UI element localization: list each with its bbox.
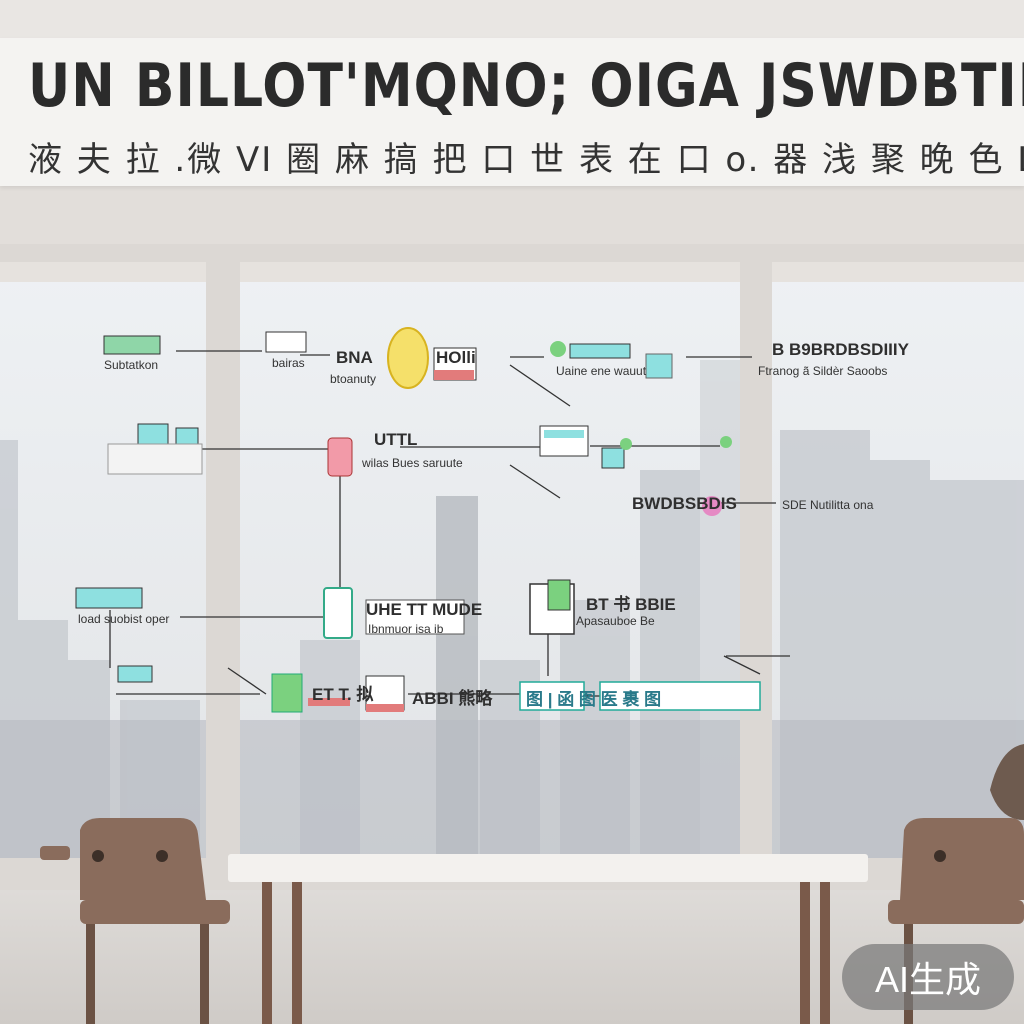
banner-title: UN BILLOT'MQNO; OIGA JSWDBTIBESO	[28, 52, 1024, 121]
person-silhouette	[990, 744, 1024, 820]
diagram-label: BT 书 BBIE	[586, 595, 676, 614]
table	[228, 854, 868, 882]
diagram-label: wilas Bues saruute	[362, 456, 463, 470]
diagram-label: BNA	[336, 348, 373, 367]
diagram-label: btoanuty	[330, 372, 377, 386]
diagram-label: load suobist oper	[78, 612, 170, 626]
diagram-icons	[75, 327, 761, 713]
diagram-label: HOlli	[436, 348, 476, 367]
banner-subtitle: 液 夫 拉 .微 VI 圈 麻 搞 把 口 世 表 在 口 o. 器 浅 聚 晚…	[28, 140, 1024, 180]
diagram-label: SDE Nutilitta ona	[782, 498, 874, 512]
diagram-label: UHE TT MUDE	[366, 600, 483, 619]
diagram-label: bairas	[272, 356, 305, 370]
diagram-label: UTTL	[374, 430, 418, 449]
diagram-label: BWDBSBDIS	[632, 494, 737, 513]
diagram-label: ABBI 熊略	[412, 689, 493, 708]
table-legs	[262, 882, 830, 1024]
ceiling-beam	[0, 186, 1024, 246]
diagram-label: B B9BRDBSDIIIY	[772, 340, 909, 359]
diagram-label: ET T. 拟	[312, 685, 374, 704]
diagram-label: Uaine ene wauut	[556, 364, 647, 378]
title-banner	[0, 38, 1024, 186]
diagram-label: Ibnmuor isa ib	[368, 622, 444, 636]
diagram-label: Apasauboe Be	[576, 614, 655, 628]
diagram-connectors	[109, 350, 790, 697]
ai-generated-badge: AI生成	[842, 944, 1014, 1010]
diagram-label: 图 | 函 图 医 裹 图	[526, 690, 662, 709]
chair-left	[40, 818, 230, 1024]
diagram-label: Subtatkon	[104, 358, 159, 372]
diagram-label: Ftranog ã Sildèr Saoobs	[758, 364, 888, 378]
